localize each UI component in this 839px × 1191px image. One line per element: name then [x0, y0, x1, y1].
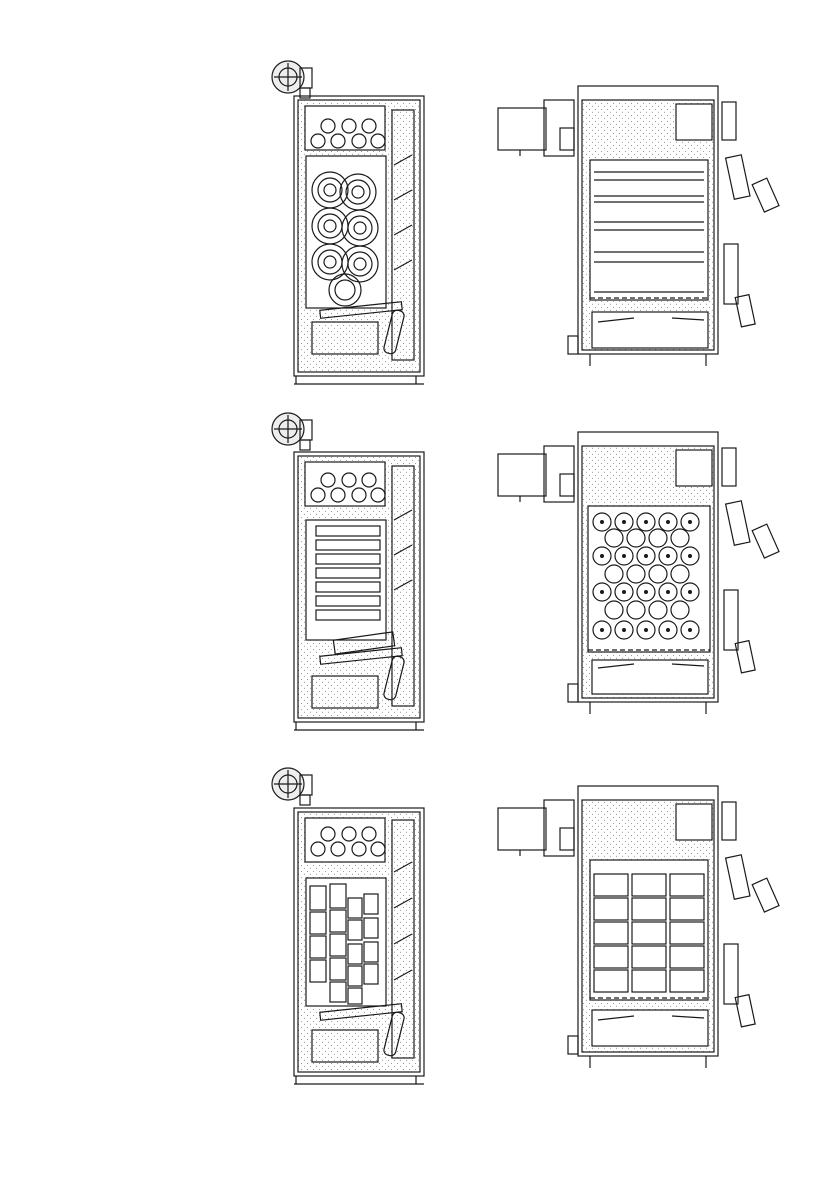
front-view-boiler: [272, 768, 424, 1084]
side-view-boiler: [498, 786, 779, 1068]
side-view-boiler: [498, 86, 779, 366]
fan-blower: [272, 413, 312, 450]
side-view-boiler: [498, 432, 779, 714]
door-handles: [722, 448, 779, 673]
front-view-boiler: [272, 413, 424, 730]
row-briquettes: [272, 413, 779, 730]
door-handles: [722, 802, 779, 1027]
ash-pan: [592, 312, 708, 348]
flue-pipe: [498, 446, 574, 502]
flue-pipe: [498, 800, 574, 856]
fan-blower: [272, 61, 312, 98]
fan-blower: [272, 768, 312, 805]
combustion-chamber: [306, 520, 386, 640]
combustion-chamber: [590, 860, 708, 1000]
flue-pipe: [498, 100, 574, 156]
door-handles: [722, 102, 779, 327]
front-view-boiler: [272, 61, 424, 384]
row-blocks: [272, 768, 779, 1084]
ash-pan: [592, 1010, 708, 1046]
row-wood-logs: [272, 61, 779, 384]
